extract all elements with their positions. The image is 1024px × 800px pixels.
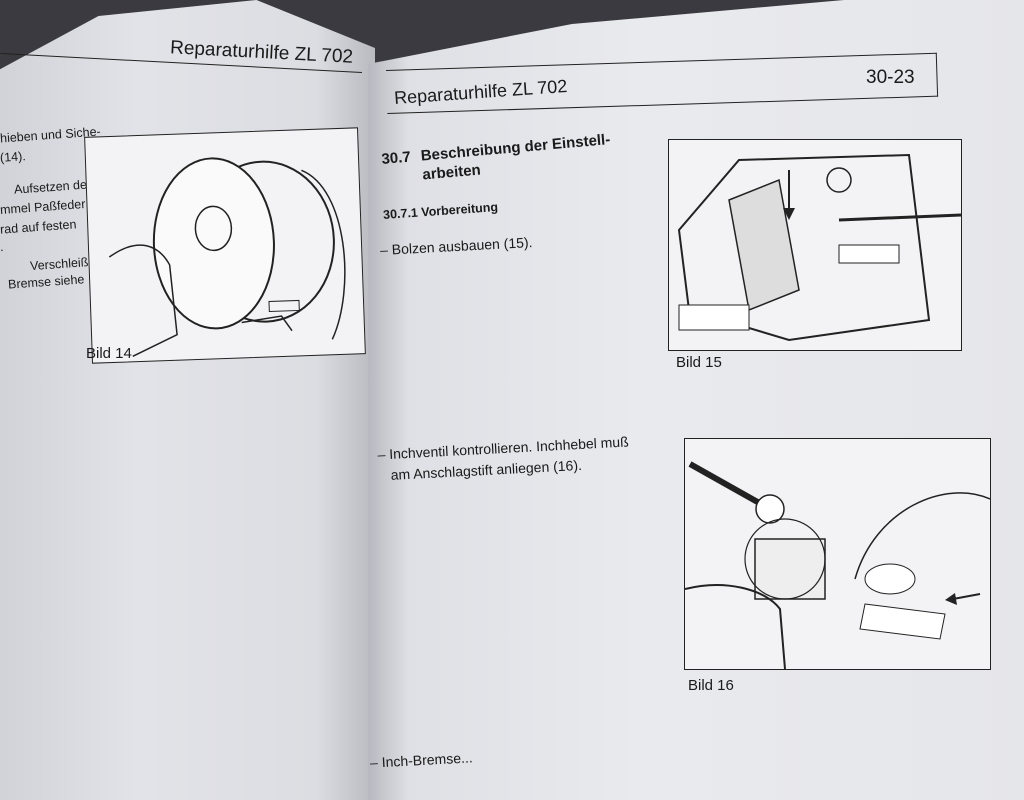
figure-14-drum-illustration [84,127,366,364]
figure-16-illustration [684,438,991,670]
figure-14-caption: Bild 14 [86,345,132,362]
figure-15-illustration [668,139,962,351]
left-page [0,0,375,800]
page-number: 30-23 [866,67,915,88]
section-number: 30.7 [380,148,412,169]
figure-15-caption: Bild 15 [676,354,722,371]
section-title-line2: arbeiten [421,161,482,184]
left-text-line: (14). [0,149,27,165]
figure-16-caption: Bild 16 [688,677,734,694]
